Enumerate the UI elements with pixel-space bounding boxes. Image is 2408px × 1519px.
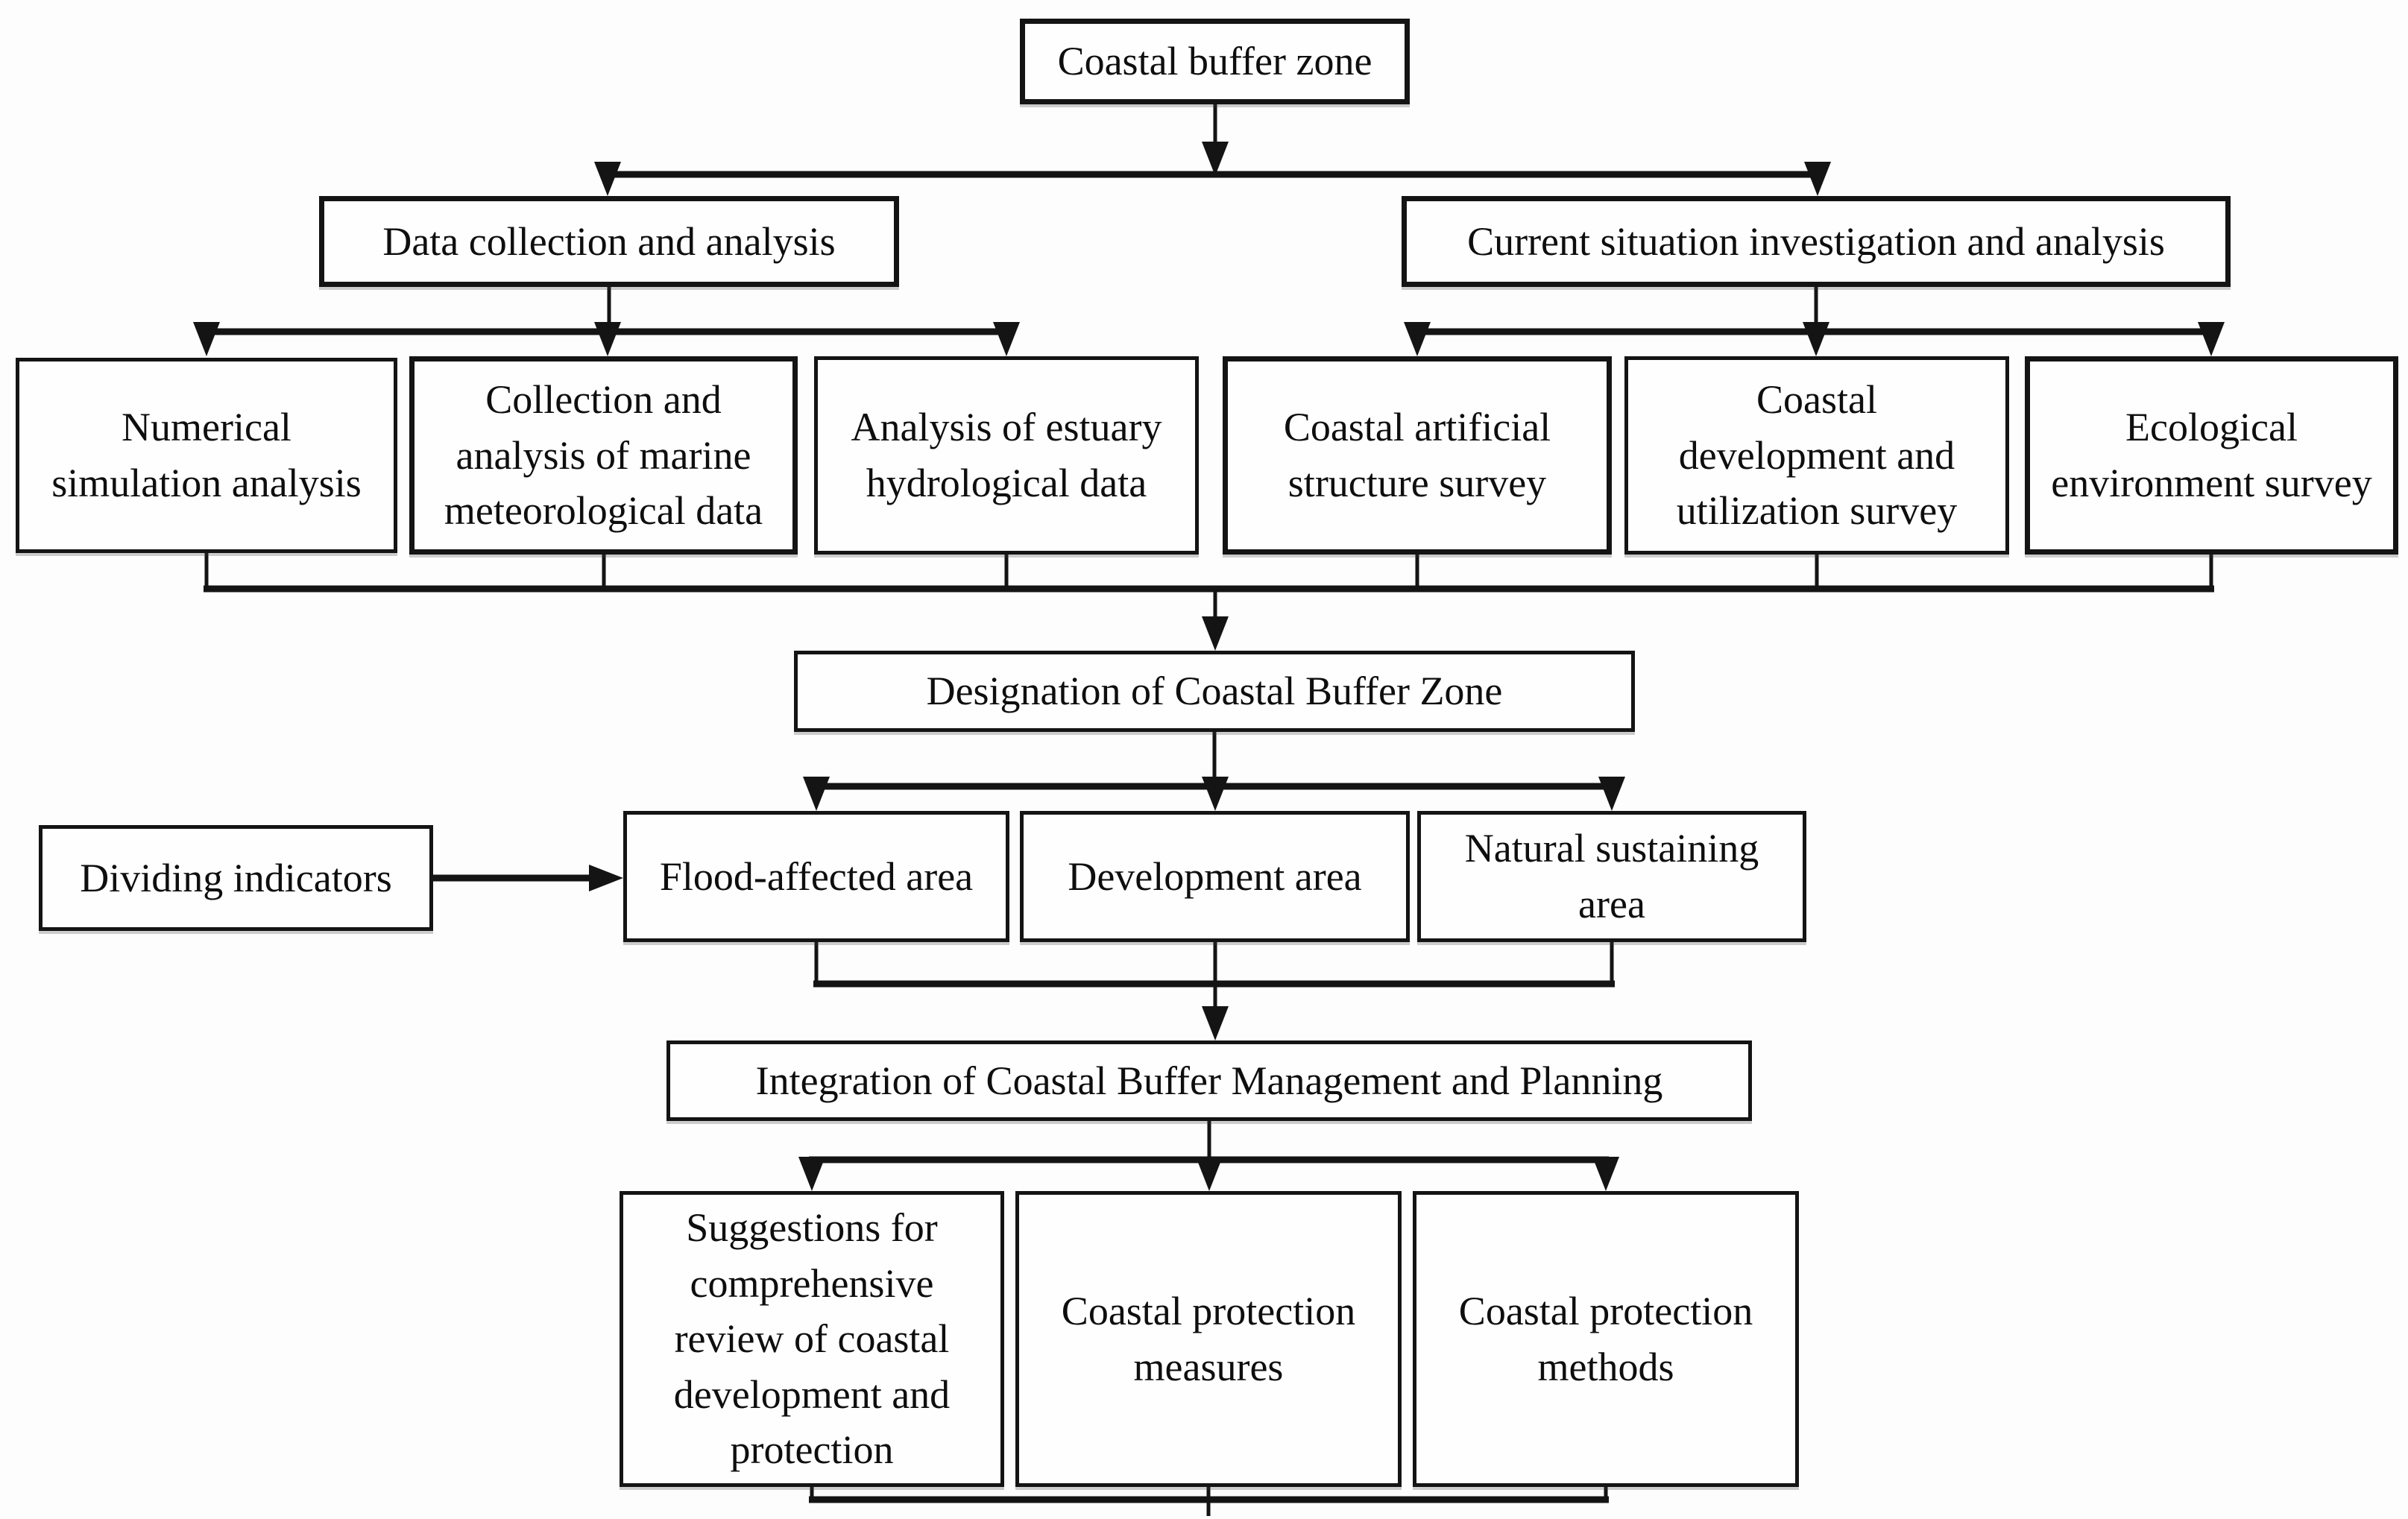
arrowhead-down: [1404, 322, 1431, 356]
node-integration: Integration of Coastal Buffer Management…: [666, 1040, 1752, 1121]
node-label: Analysis of estuary hydrological data: [851, 405, 1162, 505]
arrowhead-down: [803, 777, 830, 811]
node-data-collection: Data collection and analysis: [319, 196, 899, 287]
node-development-utilization: Coastal development and utilization surv…: [1624, 356, 2009, 555]
node-label: Designation of Coastal Buffer Zone: [926, 669, 1503, 714]
arrowhead-down: [798, 1157, 825, 1191]
node-label: Flood-affected area: [659, 853, 974, 899]
node-coastal-buffer-zone: Coastal buffer zone: [1020, 19, 1410, 104]
edge-root-to-row2: [594, 104, 1831, 196]
node-designation: Designation of Coastal Buffer Zone: [794, 651, 1635, 732]
node-artificial-structure: Coastal artificial structure survey: [1223, 356, 1612, 555]
node-flood-affected-area: Flood-affected area: [623, 811, 1009, 942]
arrowhead-down: [1202, 616, 1229, 651]
arrowhead-down: [193, 322, 220, 356]
node-label: Numerical simulation analysis: [51, 405, 362, 505]
node-dividing-indicators: Dividing indicators: [39, 825, 433, 931]
node-ecological-environment: Ecological environment survey: [2025, 356, 2398, 555]
node-label: Suggestions for comprehensive review of …: [673, 1205, 951, 1473]
arrowhead-down: [1202, 1006, 1229, 1040]
arrowhead-down: [1804, 162, 1831, 196]
node-current-situation: Current situation investigation and anal…: [1402, 196, 2231, 287]
arrowhead-down: [2198, 322, 2225, 356]
arrowhead-down: [1592, 1157, 1619, 1191]
arrowhead-down: [1803, 322, 1829, 356]
node-protection-measures: Coastal protection measures: [1015, 1191, 1402, 1487]
node-marine-meteorological: Collection and analysis of marine meteor…: [409, 356, 798, 555]
arrowhead-down: [1598, 777, 1625, 811]
node-label: Coastal buffer zone: [1057, 39, 1372, 84]
node-label: Collection and analysis of marine meteor…: [444, 377, 763, 534]
edge-current-situation-fanout: [1404, 287, 2225, 356]
arrowhead-down: [1196, 1157, 1223, 1191]
arrowhead-down: [993, 322, 1020, 356]
node-development-area: Development area: [1020, 811, 1410, 942]
node-label: Coastal protection measures: [1061, 1288, 1356, 1389]
edge-collector-to-designation: [204, 553, 2214, 651]
edge-dividing-indicators: [433, 865, 623, 891]
node-label: Integration of Coastal Buffer Management…: [755, 1058, 1663, 1103]
node-label: Coastal development and utilization surv…: [1676, 377, 1958, 534]
edge-designation-fanout: [803, 732, 1625, 811]
edge-data-collection-fanout: [193, 287, 1020, 356]
node-natural-sustaining-area: Natural sustaining area: [1417, 811, 1806, 942]
arrowhead-down: [1202, 142, 1229, 176]
arrowhead-down: [1202, 777, 1229, 811]
arrowhead-right: [589, 865, 623, 891]
arrowhead-down: [594, 162, 621, 196]
node-label: Coastal artificial structure survey: [1283, 405, 1551, 505]
node-label: Data collection and analysis: [382, 218, 836, 264]
node-protection-methods: Coastal protection methods: [1413, 1191, 1799, 1487]
node-label: Dividing indicators: [80, 855, 392, 900]
node-label: Current situation investigation and anal…: [1467, 218, 2165, 264]
node-estuary-hydrological: Analysis of estuary hydrological data: [814, 356, 1199, 555]
node-numerical-simulation: Numerical simulation analysis: [16, 358, 397, 553]
node-label: Natural sustaining area: [1464, 826, 1759, 926]
edge-bottom-collector: [809, 1487, 1609, 1516]
node-suggestions: Suggestions for comprehensive review of …: [620, 1191, 1004, 1487]
node-label: Development area: [1068, 853, 1362, 899]
arrowhead-down: [594, 322, 621, 356]
edge-integration-fanout: [798, 1121, 1619, 1191]
node-label: Coastal protection methods: [1458, 1288, 1753, 1389]
edge-areas-to-integration: [813, 942, 1615, 1040]
node-label: Ecological environment survey: [2051, 405, 2372, 505]
